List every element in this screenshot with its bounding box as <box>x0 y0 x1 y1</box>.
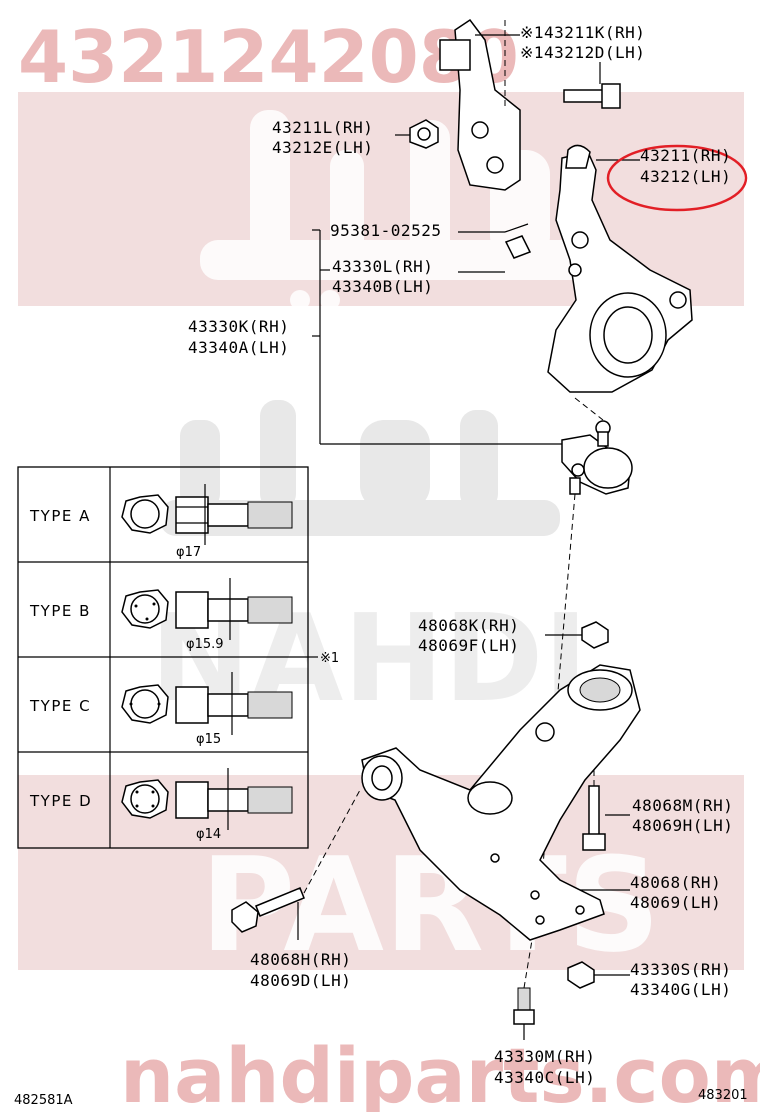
label-48069: 48069(LH) <box>630 893 721 912</box>
label-48068k: 48068K(RH) <box>418 616 519 635</box>
label-48069h: 48069H(LH) <box>632 816 733 835</box>
type-d-label: TYPE D <box>29 792 92 810</box>
label-48068m: 48068M(RH) <box>632 796 733 815</box>
label-43212d: ※143212D(LH) <box>520 43 645 62</box>
type-b-diameter: φ15.9 <box>186 637 224 652</box>
watermark-part-number: 4321242080 <box>18 15 519 99</box>
type-a-bolt-drawing <box>121 484 293 545</box>
label-43340b: 43340B(LH) <box>332 277 433 296</box>
label-48068: 48068(RH) <box>630 873 721 892</box>
upper-bolt-drawing <box>563 83 621 109</box>
type-b-bolt-drawing <box>121 578 293 640</box>
label-43330s: 43330S(RH) <box>630 960 731 979</box>
label-95381-02525: 95381-02525 <box>330 221 441 240</box>
nut-48068k-drawing <box>581 621 609 649</box>
lower-control-arm-drawing <box>361 664 641 941</box>
label-48068h: 48068H(RH) <box>250 950 351 969</box>
knuckle-bracket-drawing <box>439 18 521 191</box>
type-a-diameter: φ17 <box>176 545 201 560</box>
diagram-code-right: 483201 <box>698 1088 748 1103</box>
label-43330l: 43330L(RH) <box>332 257 433 276</box>
bolt-type-table: TYPE A φ17 TYPE B φ15.9 TYPE C <box>17 466 318 849</box>
watermark-website: nahdiparts.com <box>120 1031 760 1112</box>
type-a-label: TYPE A <box>29 507 91 525</box>
type-c-bolt-drawing <box>121 672 293 735</box>
label-43212e: 43212E(LH) <box>272 138 373 157</box>
ref-note-1: ※1 <box>320 651 339 666</box>
label-43340c: 43340C(LH) <box>494 1068 595 1087</box>
label-43211k: ※143211K(RH) <box>520 23 645 42</box>
type-b-label: TYPE B <box>29 602 91 620</box>
nut-43211l-drawing <box>409 119 439 149</box>
nut-43330s-drawing <box>567 961 595 989</box>
label-48069f: 48069F(LH) <box>418 636 519 655</box>
bolt-48068m-drawing <box>582 770 606 851</box>
highlight-circle <box>606 144 748 212</box>
cotter-pin-drawing <box>504 223 532 259</box>
label-43211[interactable]: 43211(RH) <box>640 146 731 165</box>
label-43340a: 43340A(LH) <box>188 338 289 357</box>
bolt-48068h-drawing <box>231 789 361 933</box>
diagram-code-left: 482581A <box>14 1093 73 1108</box>
label-43211l: 43211L(RH) <box>272 118 373 137</box>
label-43340g: 43340G(LH) <box>630 980 731 999</box>
type-c-label: TYPE C <box>29 697 91 715</box>
steering-knuckle-drawing <box>547 144 693 393</box>
label-48069d: 48069D(LH) <box>250 971 351 990</box>
label-43330m: 43330M(RH) <box>494 1047 595 1066</box>
type-c-diameter: φ15 <box>196 732 221 747</box>
type-d-diameter: φ14 <box>196 827 221 842</box>
label-43330k: 43330K(RH) <box>188 317 289 336</box>
leader-lines <box>297 34 640 1040</box>
type-d-bolt-drawing <box>121 768 293 830</box>
bolt-43330m-drawing <box>513 939 535 1025</box>
label-43212[interactable]: 43212(LH) <box>640 167 731 186</box>
